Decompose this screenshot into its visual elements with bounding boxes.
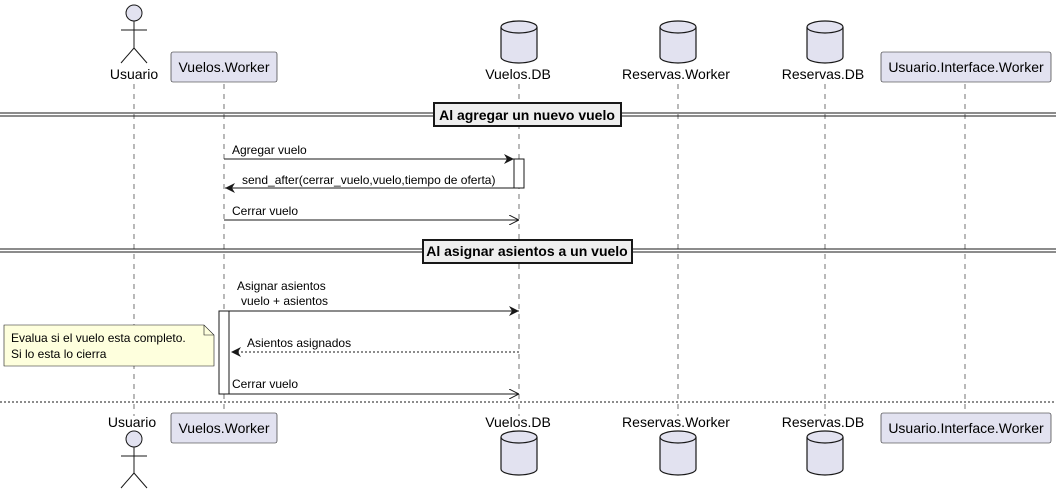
divider-box [422,239,633,264]
participant-vuelos-worker-top[interactable]: Vuelos.Worker [170,51,278,83]
message-label: Cerrar vuelo [232,204,298,218]
participant-usuario-interface-worker-top[interactable]: Usuario.Interface.Worker [880,51,1052,83]
participant-box [880,412,1052,444]
participant-label: Usuario.Interface.Worker [888,59,1044,75]
message-label: Asientos asignados [247,336,351,350]
participant-label: Vuelos.DB [485,414,551,430]
participant-reservas-worker-top[interactable]: Reservas.Worker [622,20,730,82]
participant-usuario-bottom[interactable]: Usuario [108,414,156,489]
participant-box [880,51,1052,83]
database-icon [806,20,844,64]
message-label: Cerrar vuelo [232,377,298,391]
message-send-after: send_after(cerrar_vuelo,vuelo,tiempo de … [225,173,514,193]
participant-reservas-db-top[interactable]: Reservas.DB [782,20,864,82]
message-label: Agregar vuelo [232,143,307,157]
participant-label: Vuelos.Worker [178,420,269,436]
divider-label: Al agregar un nuevo vuelo [439,107,615,123]
message-cerrar-vuelo-1: Cerrar vuelo [224,204,519,220]
actor-icon [120,4,148,64]
activation-bar-vuelos-db [513,158,525,189]
message-label-line1: Asignar asientos [237,279,326,293]
note-line2: Si lo esta lo cierra [11,347,107,361]
participant-reservas-worker-bottom[interactable]: Reservas.Worker [622,414,730,476]
divider-box [433,102,622,127]
divider-agregar-vuelo: Al agregar un nuevo vuelo [0,102,1056,127]
participant-usuario-interface-worker-bottom[interactable]: Usuario.Interface.Worker [880,412,1052,444]
message-asignar-asientos: Asignar asientos vuelo + asientos [229,279,519,316]
divider-label: Al asignar asientos a un vuelo [426,243,628,259]
message-label-line2: vuelo + asientos [241,294,328,308]
database-icon [806,430,844,476]
message-asientos-asignados: Asientos asignados [231,336,519,357]
participant-label: Reservas.DB [782,66,864,82]
participant-label: Usuario [108,414,156,430]
note: Evalua si el vuelo esta completo. Si lo … [3,324,215,367]
participant-label: Usuario.Interface.Worker [888,420,1044,436]
message-cerrar-vuelo-2: Cerrar vuelo [229,377,519,394]
message-agregar-vuelo: Agregar vuelo [224,143,514,164]
database-icon [500,430,538,476]
participant-label: Usuario [110,66,158,82]
database-icon [659,430,697,476]
database-icon [659,20,697,64]
actor-icon [120,430,148,489]
participant-usuario-top[interactable]: Usuario [110,4,158,82]
participant-box [170,51,278,83]
participant-label: Reservas.Worker [622,414,730,430]
activation-bar-vuelos-worker [218,310,230,395]
participant-label: Reservas.Worker [622,66,730,82]
participant-label: Vuelos.DB [485,66,551,82]
participant-box [170,412,278,444]
participant-label: Reservas.DB [782,414,864,430]
participant-vuelos-db-bottom[interactable]: Vuelos.DB [485,414,551,476]
message-label: send_after(cerrar_vuelo,vuelo,tiempo de … [242,173,495,187]
participant-vuelos-db-top[interactable]: Vuelos.DB [485,20,551,82]
database-icon [500,20,538,64]
participant-vuelos-worker-bottom[interactable]: Vuelos.Worker [170,412,278,444]
participant-reservas-db-bottom[interactable]: Reservas.DB [782,414,864,476]
note-line1: Evalua si el vuelo esta completo. [11,331,186,345]
divider-asignar-asientos: Al asignar asientos a un vuelo [0,239,1056,264]
participant-label: Vuelos.Worker [178,59,269,75]
